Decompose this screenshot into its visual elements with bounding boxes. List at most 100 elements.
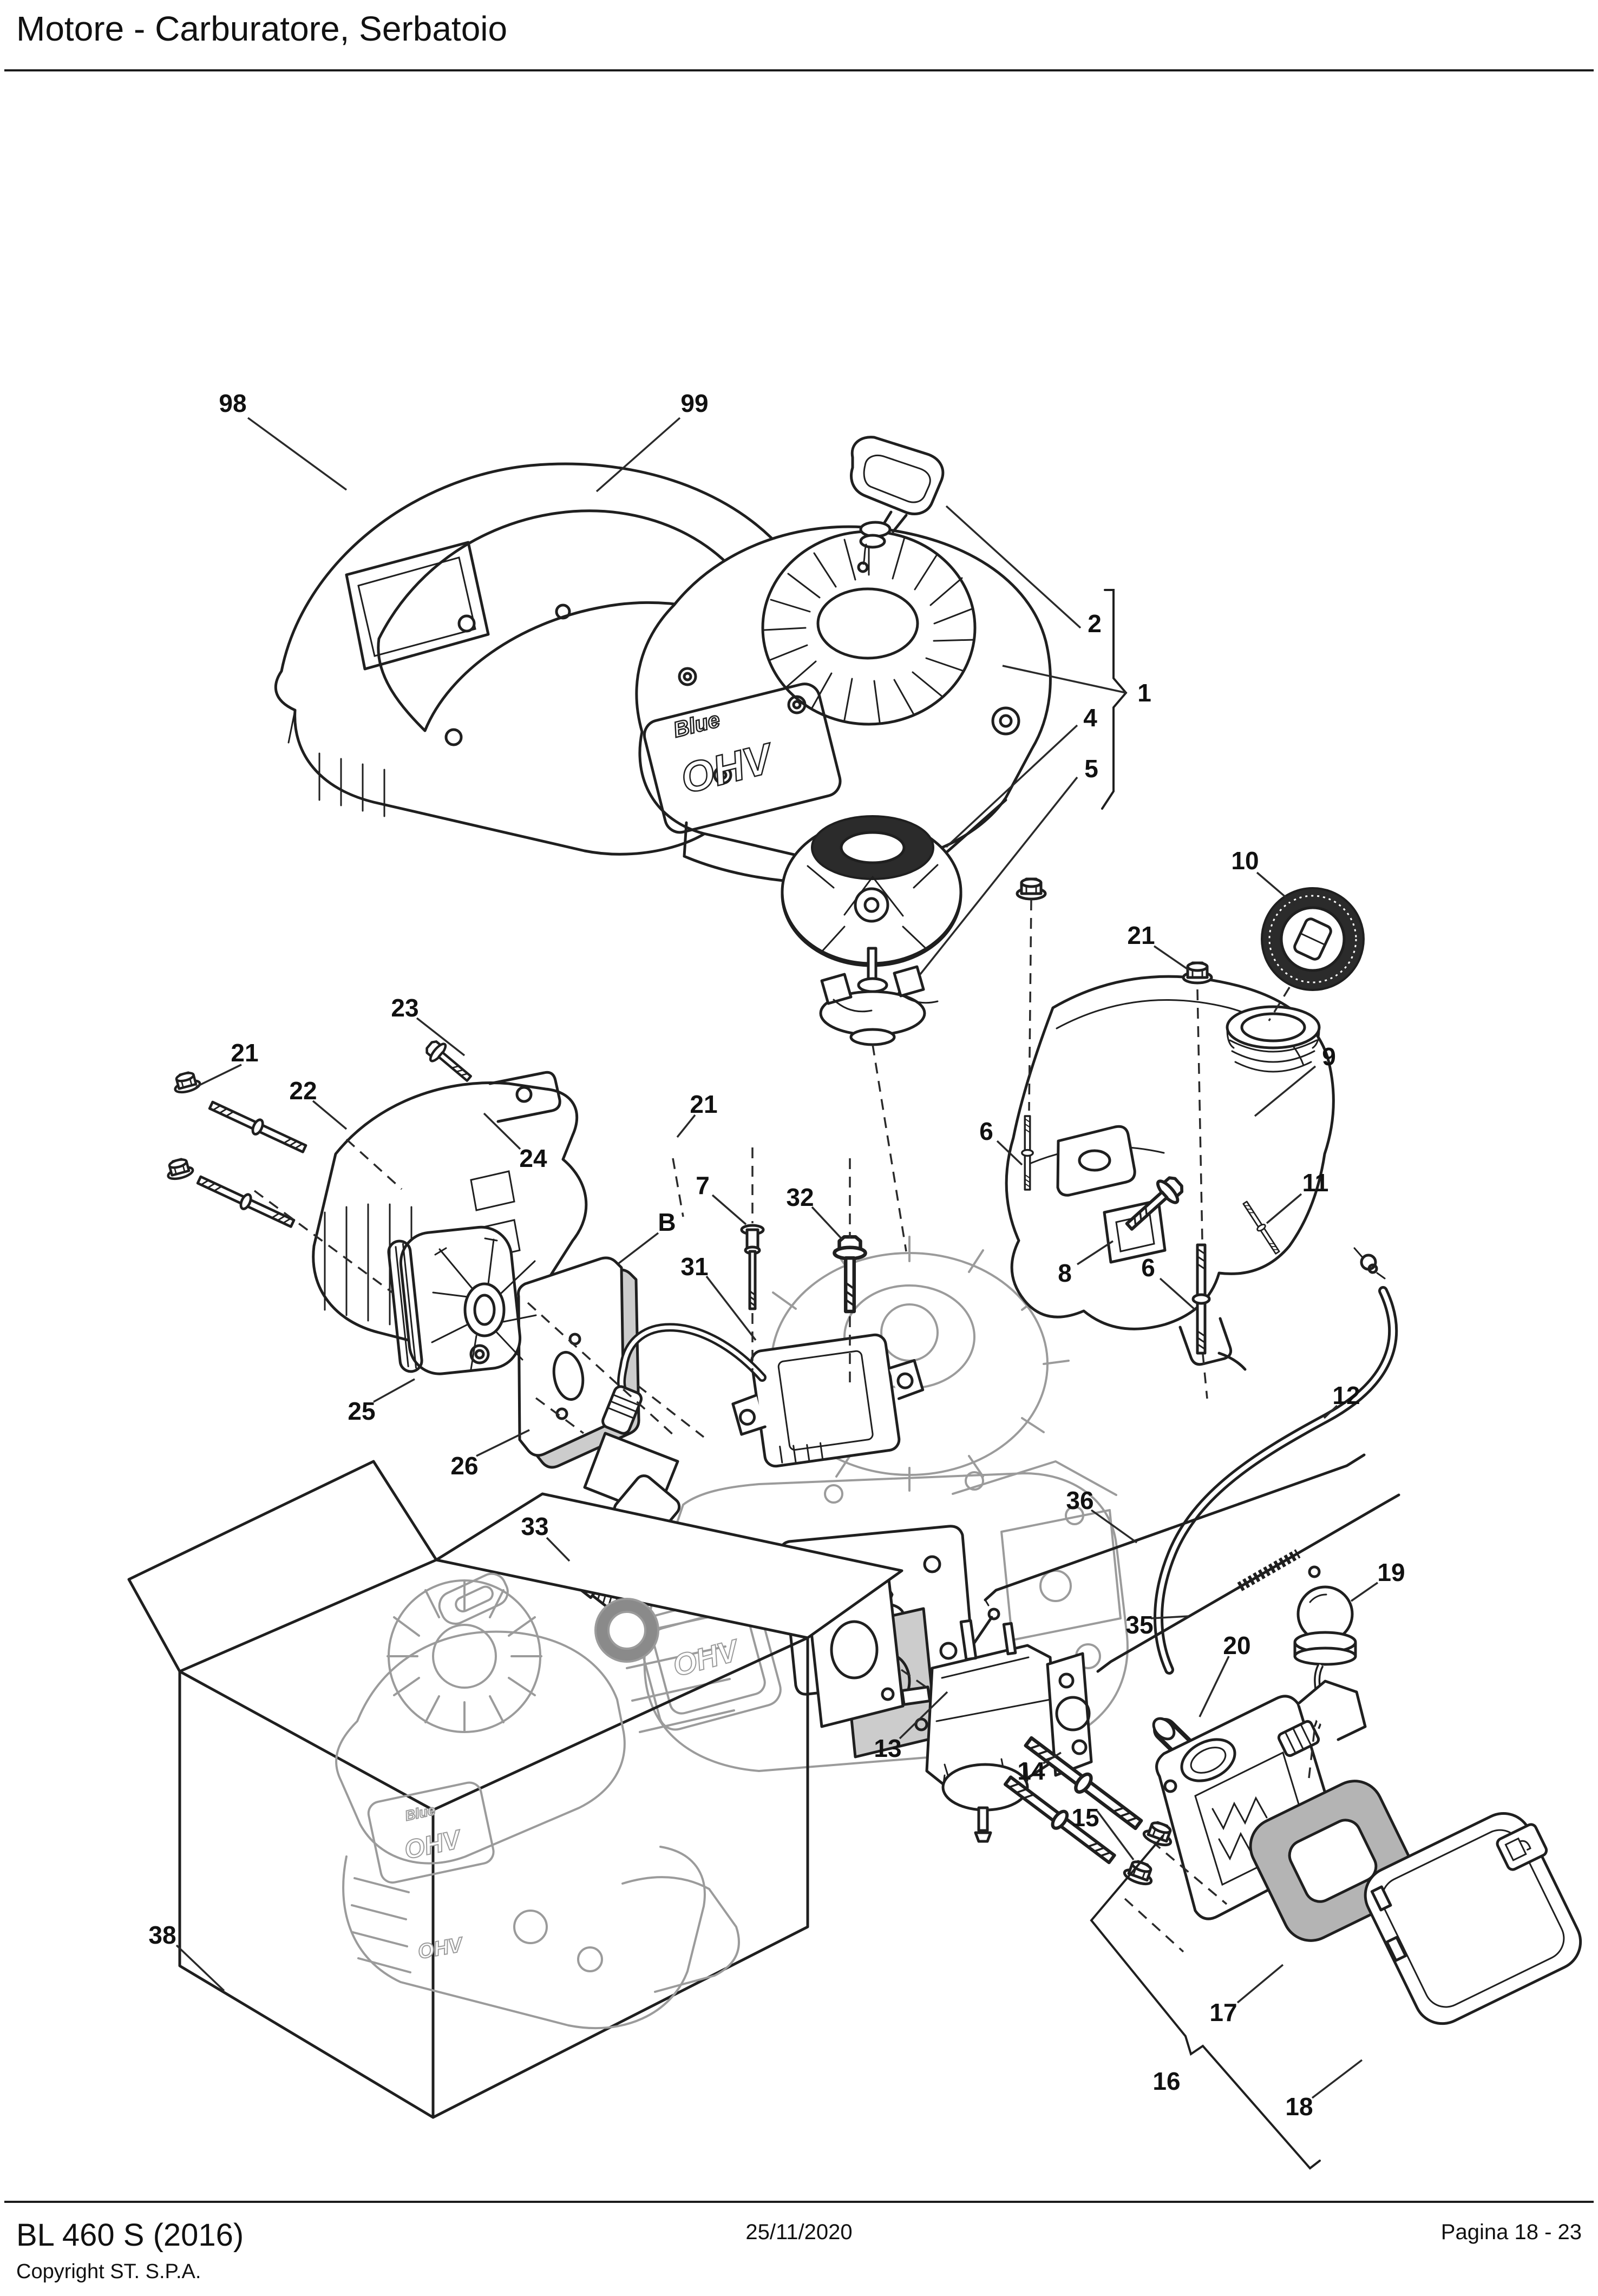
part-shape [601, 1385, 643, 1435]
leader-20 [1198, 1656, 1230, 1717]
part-shape [833, 992, 939, 1013]
part-shape [435, 1492, 903, 1639]
part-shape [1381, 1829, 1565, 2008]
part-shape [863, 897, 880, 913]
footer-model: BL 460 S (2016) [16, 2218, 244, 2253]
part-shape [367, 1781, 495, 1884]
callout-22: 22 [289, 1077, 317, 1105]
boxed-engine-ghost [335, 1572, 740, 2030]
part-shape [1039, 1570, 1072, 1602]
part-shape [974, 1831, 992, 1843]
leader-group-1 [1002, 665, 1127, 694]
footer-page-number: Pagina 18 - 23 [1440, 2220, 1582, 2244]
part-shape [923, 1555, 941, 1573]
part-shape [935, 1656, 1051, 1793]
part-shape [739, 1408, 756, 1426]
part-shape [513, 1910, 548, 1944]
part-shape [984, 1453, 1366, 1602]
leader-15 [1096, 1810, 1135, 1861]
part-shape [253, 1190, 394, 1294]
part-shape [1237, 1549, 1301, 1591]
callout-2: 2 [1088, 609, 1102, 638]
part-shape [1078, 1149, 1111, 1172]
part-shape [1309, 1593, 1327, 1603]
drawing-group [431, 1237, 537, 1370]
part-shape [1364, 1812, 1582, 2025]
part-shape [621, 1876, 740, 1993]
leader-36 [1090, 1509, 1138, 1544]
drawing-group [1496, 1823, 1548, 1871]
part-shape [672, 1158, 684, 1217]
page-title: Motore - Carburatore, Serbatoio [16, 9, 508, 48]
part-shape [357, 556, 476, 657]
leader-9 [1254, 1065, 1317, 1117]
part-shape [1293, 1646, 1357, 1666]
carburetor [900, 1608, 1093, 1843]
part-shape [973, 1616, 993, 1644]
throttle-rod [984, 1453, 1366, 1606]
part-shape [1385, 1936, 1407, 1962]
muffler-group [165, 1037, 640, 1469]
starter-pawl-kit [819, 947, 939, 1046]
drawing-group [438, 1572, 509, 1625]
part-shape [351, 1877, 411, 1973]
part-shape [1308, 1730, 1315, 1779]
part-shape [816, 587, 919, 660]
callout-17: 17 [1209, 1998, 1237, 2026]
ignition-coil [731, 1333, 925, 1468]
part-shape [763, 530, 975, 723]
leader-14 [1043, 1751, 1062, 1764]
part-shape [1504, 1837, 1531, 1861]
leader-12 [1323, 1405, 1338, 1419]
part-shape [1058, 1672, 1075, 1689]
part-shape [395, 1243, 417, 1369]
leader-23 [416, 1017, 466, 1057]
part-shape [834, 1237, 865, 1311]
fuel-tank-group [1005, 879, 1398, 1675]
part-shape [652, 1608, 766, 1715]
callout-5: 5 [1084, 755, 1098, 783]
part-shape [1217, 1352, 1247, 1371]
callout-98: 98 [219, 389, 246, 417]
assembly-axes [253, 899, 1315, 1953]
part-shape [1002, 1622, 1017, 1656]
part-shape [1142, 1819, 1176, 1848]
fuel-hose [1154, 1247, 1398, 1675]
part-shape [165, 1157, 194, 1181]
air-filter-cover [1364, 1812, 1582, 2025]
leader-8 [1077, 1240, 1114, 1265]
bracket-group-1 [1101, 589, 1128, 810]
part-shape [387, 1239, 423, 1373]
air-filter-group [1155, 1680, 1582, 2025]
part-shape [488, 1071, 561, 1123]
part-shape [925, 1644, 1058, 1794]
part-shape [1299, 932, 1326, 946]
part-shape [342, 1846, 706, 2030]
part-shape [469, 1344, 490, 1365]
part-shape [880, 1303, 939, 1362]
callout-15: 15 [1071, 1803, 1099, 1832]
callout-99: 99 [680, 389, 708, 417]
part-shape [1163, 1779, 1177, 1793]
part-shape [1296, 1680, 1367, 1741]
part-shape [552, 1350, 585, 1401]
leader-2 [945, 505, 1082, 629]
part-shape [1178, 1317, 1233, 1366]
part-shape [1103, 1199, 1167, 1264]
part-shape [431, 1237, 537, 1370]
part-shape [824, 1484, 843, 1504]
part-shape [1367, 1263, 1378, 1274]
part-shape [859, 534, 886, 549]
callout-10: 10 [1231, 847, 1259, 875]
leader-B [618, 1232, 659, 1264]
part-shape [867, 947, 877, 983]
callout-19: 19 [1377, 1558, 1405, 1586]
part-shape [1285, 1724, 1312, 1753]
part-shape [1071, 1739, 1088, 1755]
leader-11 [1266, 1193, 1302, 1224]
part-shape [1268, 895, 1357, 983]
callout-18: 18 [1285, 2092, 1313, 2121]
leader-21 [1154, 945, 1189, 971]
part-shape [1190, 1747, 1227, 1774]
leader-4 [945, 724, 1078, 848]
